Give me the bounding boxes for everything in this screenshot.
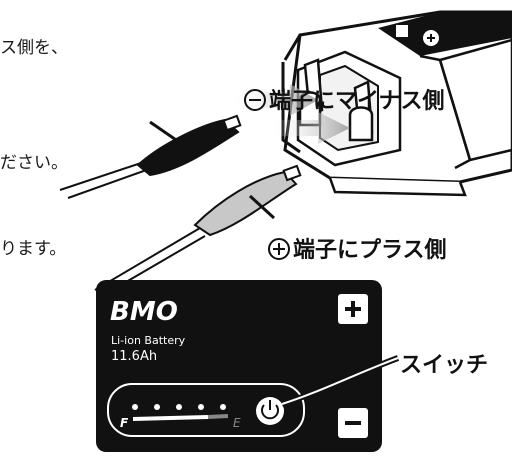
minus-terminal-text: 端子にマイナス側 — [269, 89, 445, 114]
product-name: Li-ion Battery — [111, 334, 186, 347]
led-4 — [198, 404, 204, 410]
plus-circle-icon — [268, 238, 290, 260]
instruction-line-2: ださい。 — [0, 153, 68, 173]
plus-terminal-text: 端子にプラス側 — [293, 238, 447, 263]
switch-label: スイッチ — [400, 353, 489, 378]
gauge-empty-label: E — [233, 416, 241, 430]
led-5 — [220, 404, 226, 410]
control-panel: BMO Li-ion Battery 11.6Ah F E — [96, 280, 382, 452]
gauge-full-label: F — [120, 416, 129, 430]
led-3 — [176, 404, 182, 410]
minus-cable-clip — [59, 114, 242, 199]
led-1 — [132, 404, 138, 410]
device-minus-mark — [396, 25, 408, 37]
brand-logo: BMO — [110, 297, 178, 327]
instruction-line-1: ス側を、 — [0, 38, 68, 58]
minus-circle-icon — [244, 89, 266, 111]
power-switch-button — [256, 397, 284, 425]
insert-arrow-plus — [270, 112, 350, 144]
plus-cable-clip — [94, 164, 302, 297]
capacity-label: 11.6Ah — [111, 349, 157, 364]
power-icon — [261, 404, 279, 420]
instruction-line-3: ります。 — [0, 239, 67, 259]
plus-terminal-label: 端子にプラス側 — [268, 232, 447, 264]
led-2 — [154, 404, 160, 410]
gauge-bar — [132, 415, 209, 421]
minus-terminal-label: 端子にマイナス側 — [244, 83, 445, 115]
gauge-frame — [107, 383, 305, 437]
